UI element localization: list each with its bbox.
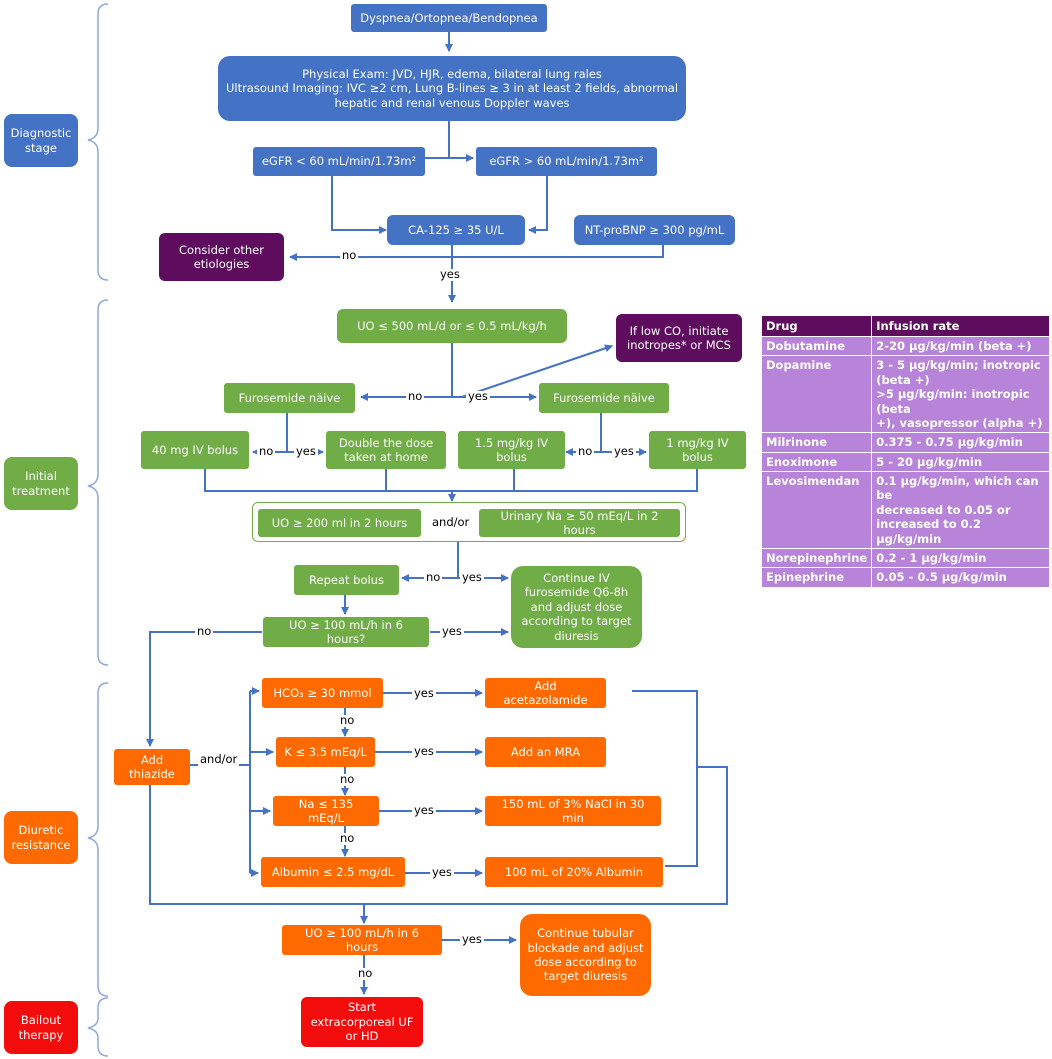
label-and-or-thiazide: and/or: [198, 752, 240, 766]
node-bolus-1-5: 1.5 mg/kg IV bolus: [458, 431, 565, 469]
label-yes-left: yes: [294, 444, 318, 458]
stage-initial-treatment: Initial treatment: [4, 457, 78, 510]
node-sodium: Na ≤ 135 mEq/L: [273, 796, 379, 826]
rate-column-header: Infusion rate: [871, 315, 1050, 337]
drug-name: Levosimendan: [760, 471, 873, 549]
label-no-bailout: no: [356, 966, 375, 980]
node-inotropes: If low CO, initiate inotropes* or MCS: [616, 314, 742, 362]
node-extracorporeal: Start extracorporeal UF or HD: [301, 997, 423, 1047]
label-no-left: no: [257, 444, 276, 458]
node-egfr-high: eGFR > 60 mL/min/1.73m²: [476, 147, 657, 176]
stage-bailout-therapy: Bailout therapy: [4, 1001, 78, 1054]
label-no-na: no: [338, 772, 357, 786]
node-bolus-1: 1 mg/kg IV bolus: [649, 431, 746, 469]
node-repeat-bolus: Repeat bolus: [294, 565, 399, 595]
node-add-thiazide: Add thiazide: [114, 749, 190, 785]
node-ca125: CA-125 ≥ 35 U/L: [387, 215, 525, 245]
stage-diagnostic: Diagnostic stage: [4, 114, 78, 167]
node-other-etiologies: Consider other etiologies: [159, 233, 284, 281]
label-yes-acetazolamide: yes: [412, 686, 436, 700]
label-yes-treatment: yes: [438, 267, 462, 281]
drug-table-header: Drug Infusion rate: [760, 315, 1050, 337]
node-dyspnea: Dyspnea/Ortopnea/Bendopnea: [351, 4, 547, 32]
drug-rate: 5 - 20 µg/kg/min: [871, 451, 1050, 473]
node-continue-tubular: Continue tubular blockade and adjust dos…: [520, 914, 651, 996]
node-uo-500: UO ≤ 500 mL/d or ≤ 0.5 mL/kg/h: [337, 309, 567, 343]
label-yes-albumin-tx: yes: [430, 865, 454, 879]
node-ntprobnp: NT-proBNP ≥ 300 pg/mL: [574, 215, 735, 245]
drug-name: Enoximone: [760, 451, 873, 473]
drug-rate: 3 - 5 µg/kg/min; inotropic (beta +) >5 µ…: [871, 355, 1050, 434]
label-yes-mra: yes: [412, 744, 436, 758]
node-albumin-treatment: 100 mL of 20% Albumin: [485, 857, 663, 887]
drug-name: Dobutamine: [760, 335, 873, 357]
label-no-albumin: no: [338, 831, 357, 845]
stage-brackets: [87, 3, 109, 1057]
label-yes-tubular: yes: [460, 932, 484, 946]
node-furosemide-naive-right: Furosemide näive: [539, 383, 669, 413]
drug-name: Milrinone: [760, 432, 873, 453]
node-albumin: Albumin ≤ 2.5 mg/dL: [261, 857, 405, 887]
label-no-thiazide: no: [195, 624, 214, 638]
label-yes-continue: yes: [460, 570, 484, 584]
response-group: [252, 502, 686, 542]
node-hco3: HCO₃ ≥ 30 mmol: [262, 678, 383, 708]
node-uo-200: UO ≥ 200 ml in 2 hours: [258, 509, 421, 537]
drug-rate: 0.05 - 0.5 µg/kg/min: [871, 567, 1050, 588]
drug-column-header: Drug: [760, 315, 873, 337]
drug-name: Epinephrine: [760, 567, 873, 588]
label-no-k: no: [338, 713, 357, 727]
node-bolus-40: 40 mg IV bolus: [141, 431, 249, 469]
table-row: Levosimendan 0.1 µg/kg/min, which can be…: [760, 471, 1050, 549]
bracket-resistance: [87, 682, 109, 997]
label-no-naive: no: [406, 389, 425, 403]
node-uo-100-check: UO ≥ 100 mL/h in 6 hours?: [263, 617, 429, 647]
node-double-dose: Double the dose taken at home: [326, 431, 446, 469]
bracket-diagnostic: [87, 3, 109, 281]
drug-rate: 0.375 - 0.75 µg/kg/min: [871, 432, 1050, 453]
drug-rate: 0.2 - 1 µg/kg/min: [871, 547, 1050, 569]
node-continue-iv: Continue IV furosemide Q6-8h and adjust …: [511, 566, 642, 648]
node-uo-100-final: UO ≥ 100 mL/h in 6 hours: [282, 925, 442, 955]
node-add-mra: Add an MRA: [485, 737, 606, 767]
label-yes-nacl: yes: [412, 803, 436, 817]
node-furosemide-naive-left: Furosemide näive: [224, 383, 355, 413]
arrows: [146, 32, 728, 995]
label-yes-continue-iv: yes: [440, 624, 464, 638]
drug-name: Norepinephrine: [760, 547, 873, 569]
drug-rate: 2-20 µg/kg/min (beta +): [871, 335, 1050, 357]
bracket-bailout: [87, 997, 109, 1057]
bracket-initial: [87, 299, 109, 666]
stage-diuretic-resistance: Diuretic resistance: [4, 811, 78, 864]
node-nacl: 150 mL of 3% NaCl in 30 min: [485, 796, 661, 826]
node-physical-exam: Physical Exam: JVD, HJR, edema, bilatera…: [218, 56, 686, 121]
node-add-acetazolamide: Add acetazolamide: [485, 678, 606, 708]
label-yes-right: yes: [612, 444, 636, 458]
drug-rate: 0.1 µg/kg/min, which can be decreased to…: [871, 471, 1050, 549]
label-yes-naive: yes: [466, 389, 490, 403]
node-urinary-na: Urinary Na ≥ 50 mEq/L in 2 hours: [479, 509, 680, 537]
node-egfr-low: eGFR < 60 mL/min/1.73m²: [253, 147, 425, 176]
drug-name: Dopamine: [760, 355, 873, 434]
label-no-right: no: [576, 444, 595, 458]
label-no-repeat: no: [424, 570, 443, 584]
label-no-etiology: no: [340, 248, 359, 262]
node-potassium: K ≤ 3.5 mEq/L: [276, 737, 375, 767]
label-and-or-response: and/or: [430, 515, 472, 529]
